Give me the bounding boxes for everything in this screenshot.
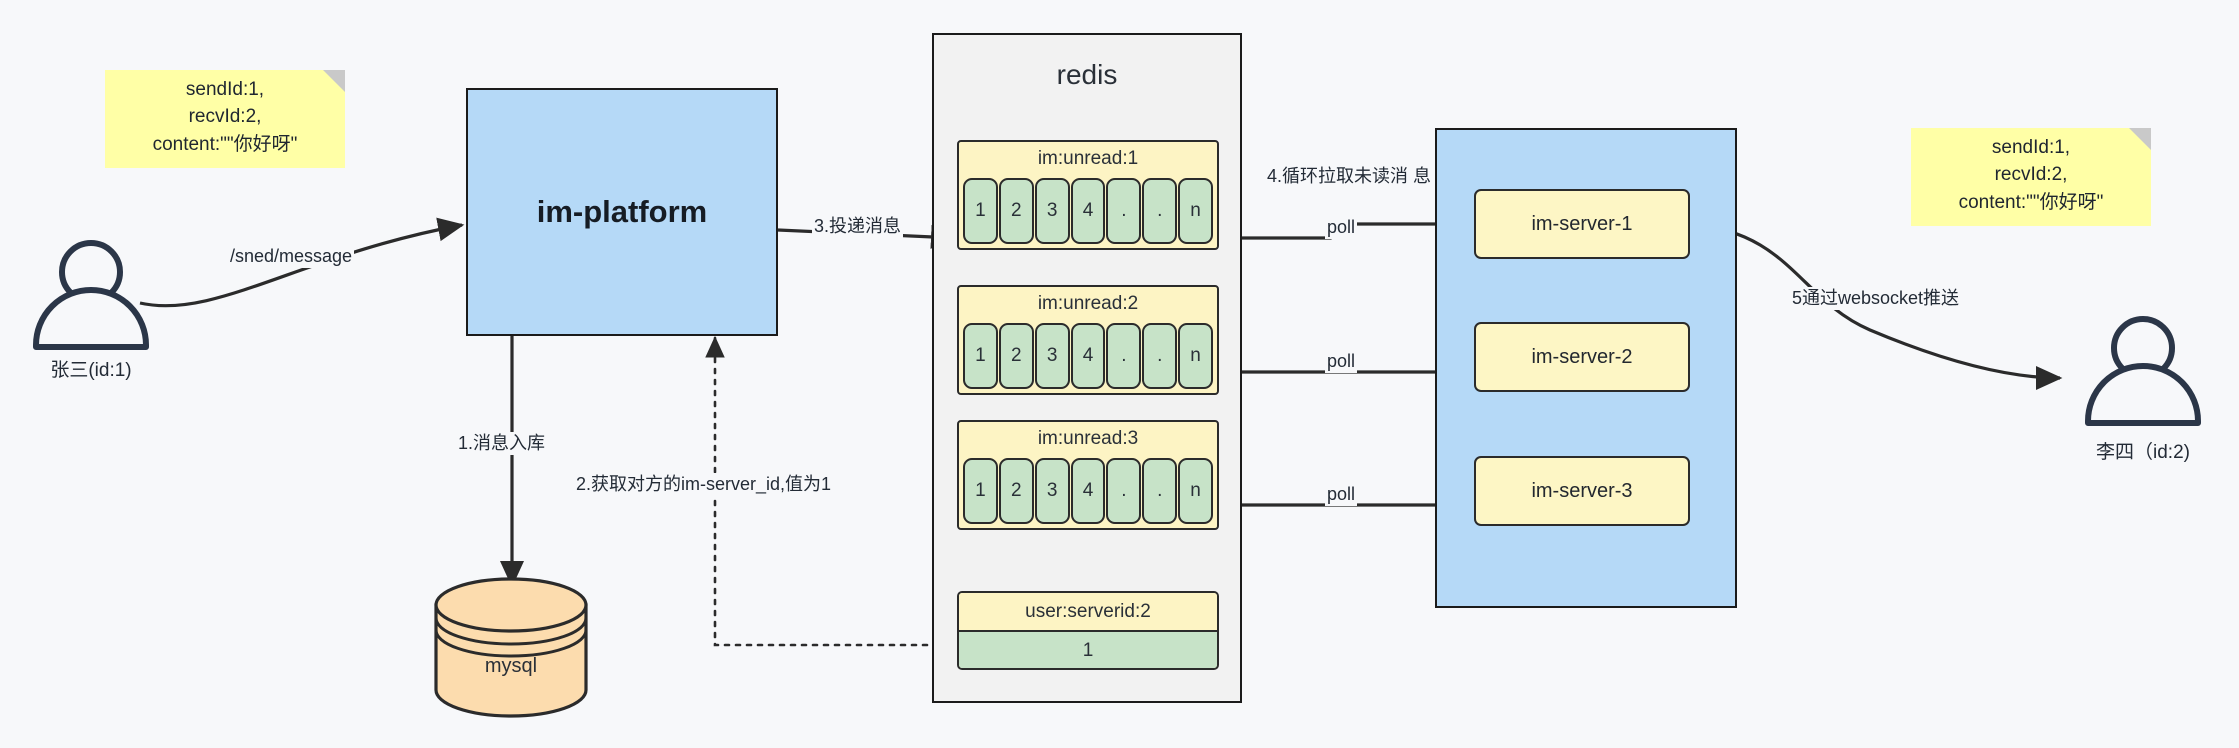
queue-cell: 1 [963,178,998,244]
queue-cell: 3 [1034,178,1070,244]
redis-queue-1-cells: 1 2 3 4 . . n [961,178,1215,244]
redis-queue-2-key: im:unread:2 [1037,293,1139,314]
note-fold-icon [2129,128,2151,150]
queue-cell: . [1106,458,1142,524]
im-server-1-label: im-server-1 [1531,212,1633,235]
queue-cell: 1 [963,323,998,389]
edge-label-step1: 1.消息入库 [456,432,548,455]
note-right-line-1: sendId:1, [1991,136,2071,158]
queue-cell: 4 [1070,458,1106,524]
edge-label-step4-line-1: 4.循环拉取未读消 [1266,166,1408,186]
queue-cell: n [1178,458,1214,524]
im-server-2-label: im-server-2 [1531,345,1633,368]
im-server-3-label: im-server-3 [1531,479,1633,502]
note-left-line-2: recvId:2, [188,106,262,128]
redis-kv-key: user:serverid:2 [959,593,1217,632]
im-platform-box[interactable]: im-platform [466,88,778,336]
im-platform-label: im-platform [536,194,708,229]
im-server-2-box[interactable]: im-server-2 [1474,322,1690,392]
queue-cell: 3 [1034,323,1070,389]
redis-title: redis [1056,59,1118,90]
redis-queue-1[interactable]: im:unread:1 1 2 3 4 . . n [957,140,1219,250]
note-right-line-3: content:""你好呀" [1958,191,2104,213]
edge-label-step2: 2.获取对方的im-server_id,值为1 [574,473,834,496]
im-server-1-box[interactable]: im-server-1 [1474,189,1690,259]
queue-cell: 1 [963,458,998,524]
edge-label-step3: 3.投递消息 [812,215,904,238]
im-server-3-box[interactable]: im-server-3 [1474,456,1690,526]
note-left-line-3: content:""你好呀" [152,133,298,155]
queue-cell: . [1142,178,1178,244]
edge-label-step5: 5通过websocket推送 [1790,287,1962,310]
queue-cell: 2 [998,458,1034,524]
queue-cell: . [1106,323,1142,389]
note-left: sendId:1, recvId:2, content:""你好呀" [105,70,345,168]
queue-cell: . [1142,323,1178,389]
mysql-label: mysql [484,655,538,677]
queue-cell: n [1178,323,1214,389]
queue-cell: 4 [1070,178,1106,244]
redis-queue-3-cells: 1 2 3 4 . . n [961,458,1215,524]
mysql-cylinder-icon [434,577,588,718]
edge-label-poll-3: poll [1325,483,1358,506]
redis-queue-2[interactable]: im:unread:2 1 2 3 4 . . n [957,285,1219,395]
redis-queue-3-key: im:unread:3 [1037,428,1139,449]
queue-cell: 3 [1034,458,1070,524]
redis-queue-2-cells: 1 2 3 4 . . n [961,323,1215,389]
sender-label: 张三(id:1) [50,360,132,381]
edge-label-send-message: /sned/message [228,245,355,268]
edge-label-step4: 4.循环拉取未读消 息 [1252,165,1446,188]
queue-cell: . [1142,458,1178,524]
receiver-label: 李四（id:2) [2096,442,2190,463]
note-right: sendId:1, recvId:2, content:""你好呀" [1911,128,2151,226]
redis-queue-1-key: im:unread:1 [1037,148,1139,169]
queue-cell: . [1106,178,1142,244]
edge-label-poll-1: poll [1325,216,1358,239]
edge-label-step4-line-2: 息 [1413,166,1432,186]
redis-queue-3[interactable]: im:unread:3 1 2 3 4 . . n [957,420,1219,530]
queue-cell: n [1178,178,1214,244]
note-right-line-2: recvId:2, [1994,164,2068,186]
queue-cell: 2 [998,323,1034,389]
queue-cell: 2 [998,178,1034,244]
sender-icon [33,240,149,350]
edge-label-poll-2: poll [1325,350,1358,373]
redis-kv-value: 1 [959,632,1217,668]
receiver-icon [2085,316,2201,426]
note-fold-icon [323,70,345,92]
queue-cell: 4 [1070,323,1106,389]
redis-kv-user-serverid[interactable]: user:serverid:2 1 [957,591,1219,670]
note-left-line-1: sendId:1, [185,78,265,100]
